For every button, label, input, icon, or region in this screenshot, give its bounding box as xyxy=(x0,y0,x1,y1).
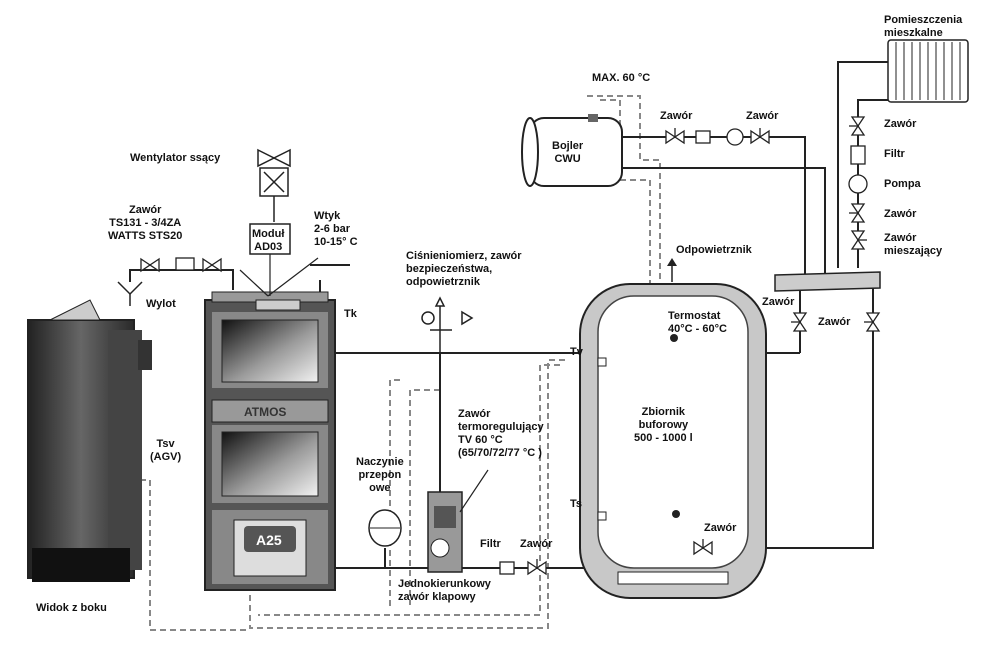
label-module: Moduł AD03 xyxy=(252,228,285,253)
distribution-manifold xyxy=(774,271,881,292)
thermoregulating-valve xyxy=(427,469,489,573)
label-valve-top-2: Zawór xyxy=(746,110,779,122)
exhaust-fan xyxy=(257,148,291,222)
label-thermostat: Termostat 40°C - 60°C xyxy=(668,310,727,335)
label-tsv: Tsv (AGV) xyxy=(150,438,182,463)
label-buffer-tank: Zbiornik buforowy 500 - 1000 l xyxy=(634,406,693,444)
buffer-tank xyxy=(579,258,767,599)
expansion-vessel xyxy=(368,509,402,547)
label-tk: Tk xyxy=(344,308,357,320)
boiler-side xyxy=(27,299,152,582)
boiler-brand-plate: ATMOS xyxy=(244,405,287,419)
dhw-boiler xyxy=(521,114,623,187)
boiler-front xyxy=(204,291,336,591)
label-valve-top-1: Zawór xyxy=(660,110,693,122)
label-valve-mid-2: Zawór xyxy=(818,316,851,328)
label-max-temp: MAX. 60 °C xyxy=(592,72,651,84)
label-safety-group: Ciśnieniomierz, zawór bezpieczeństwa, od… xyxy=(406,250,522,288)
label-filter-bottom: Filtr xyxy=(480,538,501,550)
radiator xyxy=(887,39,969,103)
valves xyxy=(140,116,881,576)
label-outlet: Wylot xyxy=(146,298,176,310)
label-rooms: Pomieszczenia mieszkalne xyxy=(884,14,963,39)
label-valve-tank: Zawór xyxy=(704,522,737,534)
label-pump-right: Pompa xyxy=(884,178,921,190)
label-valve-bottom: Zawór xyxy=(520,538,553,550)
label-valve-right-2: Zawór xyxy=(884,208,917,220)
label-exhaust-fan: Wentylator ssący xyxy=(130,152,221,164)
label-filter-right: Filtr xyxy=(884,148,905,160)
label-valve-ts131: Zawór TS131 - 3/4ZA WATTS STS20 xyxy=(108,204,183,242)
label-side-view: Widok z boku xyxy=(36,602,107,614)
safety-group xyxy=(421,296,474,353)
control-module xyxy=(239,223,319,297)
label-dhw-boiler: Bojler CWU xyxy=(552,140,584,165)
label-ts: Ts xyxy=(570,498,583,510)
label-expansion-vessel: Naczynie przepon owe xyxy=(356,456,404,494)
label-valve-mid-1: Zawór xyxy=(762,296,795,308)
label-check-valve: Jednokierunkowy zawór klapowy xyxy=(398,578,491,603)
label-plug: Wtyk 2-6 bar 10-15° C xyxy=(314,210,358,248)
label-air-vent: Odpowietrznik xyxy=(676,244,752,256)
label-valve-right-1: Zawór xyxy=(884,118,917,130)
outlet-drain xyxy=(117,281,143,306)
label-thermo-valve: Zawór termoregulujący TV 60 °C (65/70/72… xyxy=(458,408,544,459)
boiler-model-plate: A25 xyxy=(256,532,282,548)
label-tv: Tv xyxy=(570,346,583,358)
label-mixing-valve: Zawór mieszający xyxy=(884,232,943,257)
